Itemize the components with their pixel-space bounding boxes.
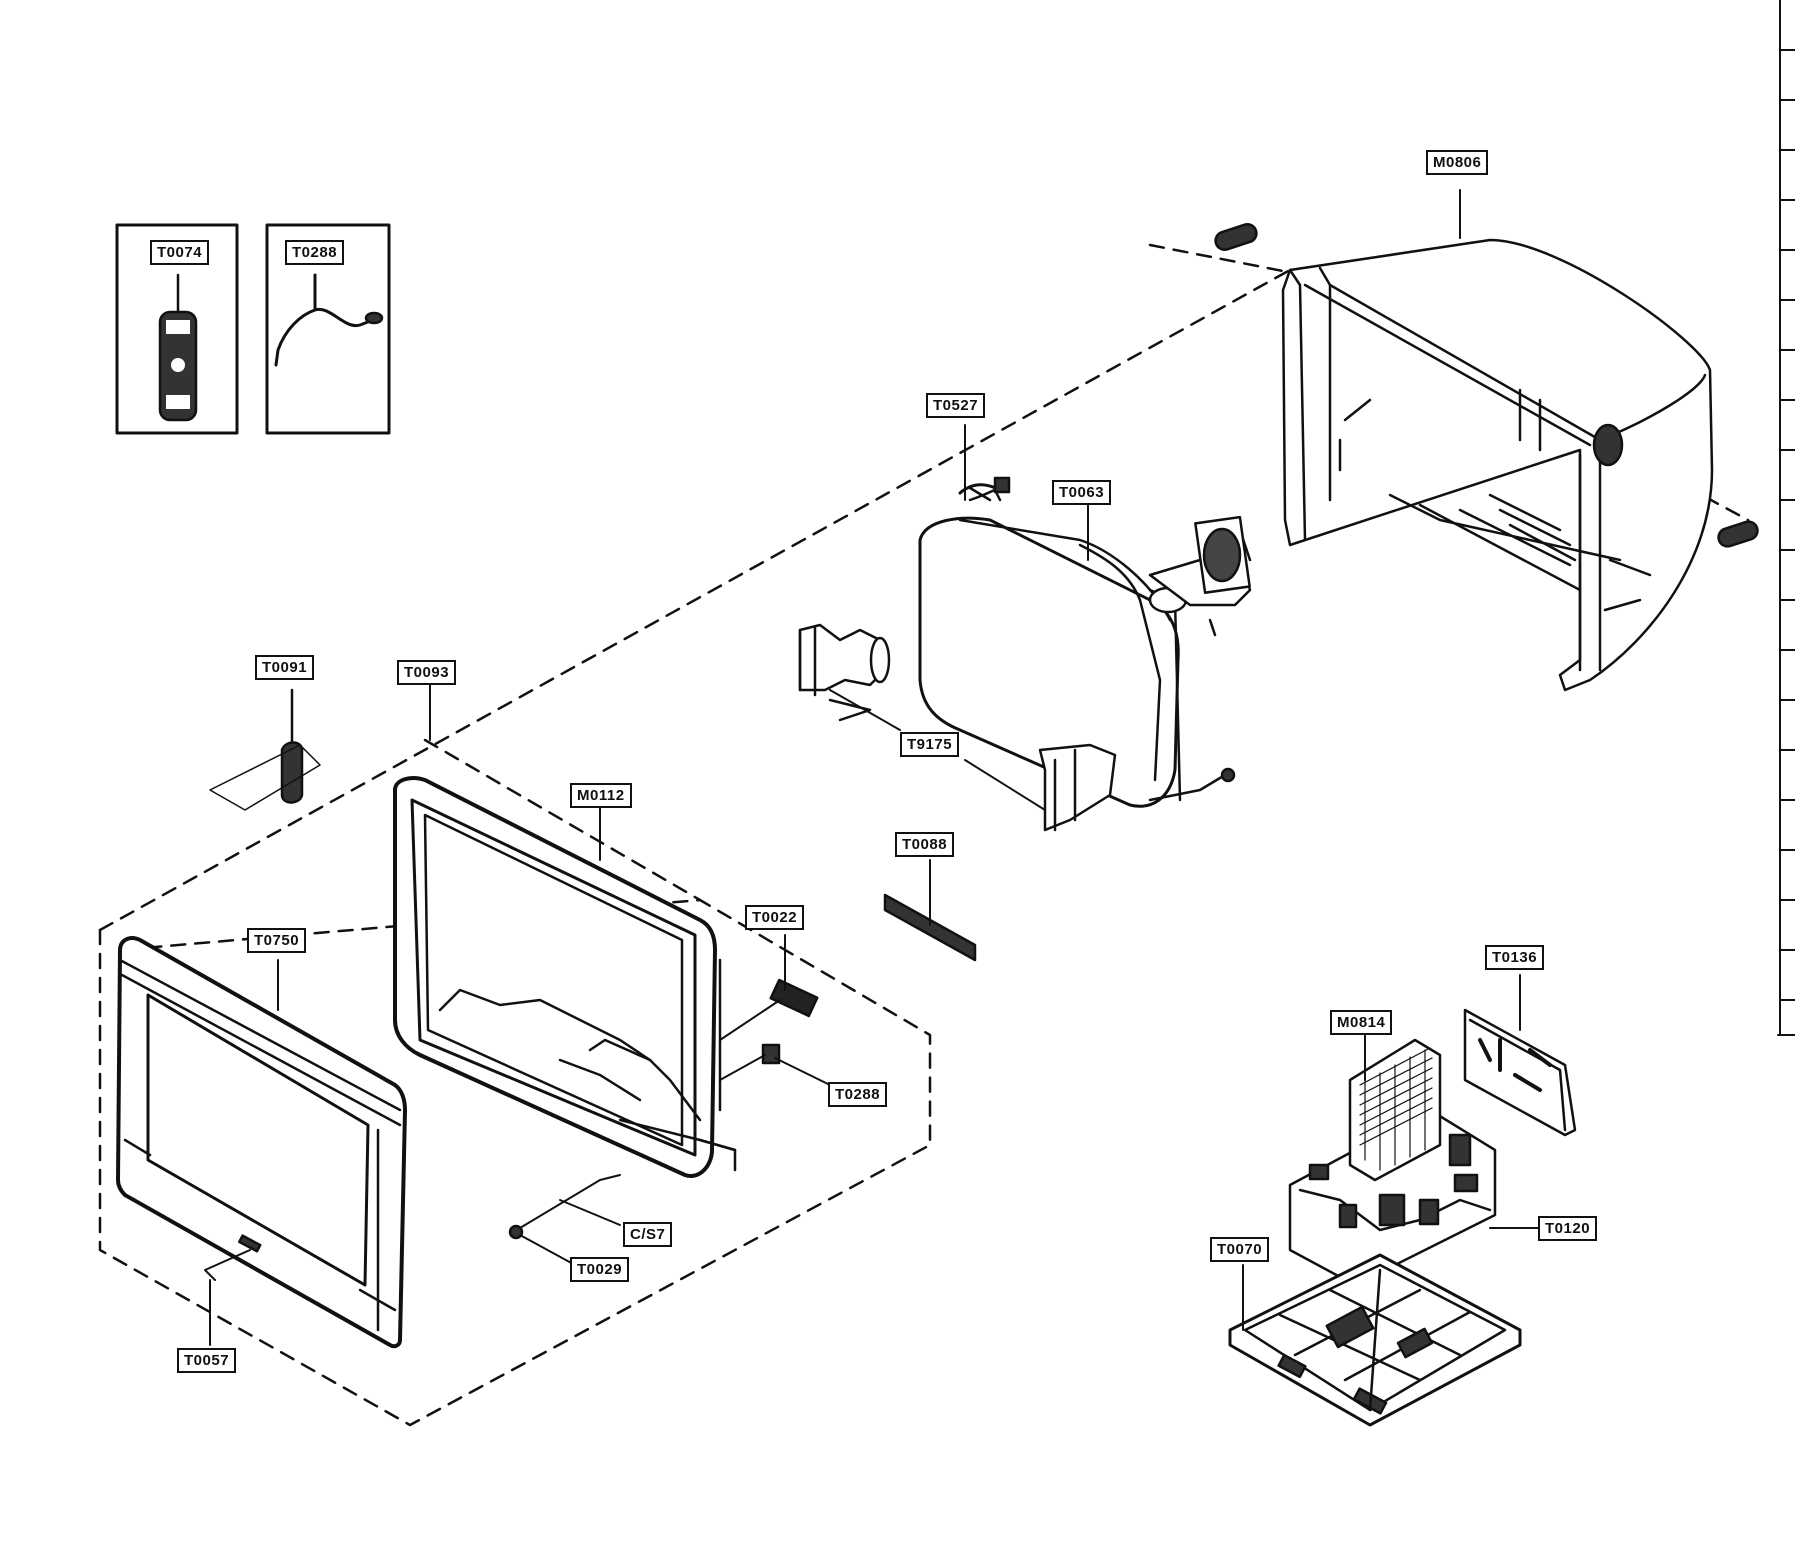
label-m0814: M0814 (1330, 1010, 1393, 1035)
part-t0088 (883, 859, 977, 962)
connector-t0527 (964, 424, 1011, 502)
label-t0750: T0750 (247, 928, 307, 953)
screws-cs7-t0029 (508, 1174, 621, 1266)
label-m0806: M0806 (1426, 150, 1489, 175)
deflection-yoke-t9175 (798, 623, 1117, 832)
label-t9175: T9175 (900, 732, 960, 757)
label-t0088: T0088 (895, 832, 955, 857)
label-t0288-accessory: T0288 (285, 240, 345, 265)
board-t0136 (1463, 974, 1577, 1137)
rear-cabinet-m0806 (1214, 189, 1759, 692)
label-t0136: T0136 (1485, 945, 1545, 970)
label-t0527: T0527 (926, 393, 986, 418)
front-cabinet-t0750 (116, 936, 407, 1349)
crt-tube-t0063 (918, 483, 1252, 808)
label-cs7: C/S7 (623, 1222, 673, 1247)
part-t0091 (209, 688, 321, 811)
main-board-m0814-t0120 (1288, 1034, 1541, 1287)
label-t0022: T0022 (745, 905, 805, 930)
label-t0029: T0029 (570, 1257, 630, 1282)
right-edge-table-fragment (1777, 0, 1795, 1036)
label-m0112: M0112 (570, 783, 632, 808)
label-t0091: T0091 (255, 655, 315, 680)
label-t0093: T0093 (397, 660, 457, 685)
label-t0074: T0074 (150, 240, 210, 265)
label-t0070: T0070 (1210, 1237, 1270, 1262)
accessory-cable-box (265, 223, 391, 435)
parts-t0022-t0288 (719, 934, 831, 1086)
label-t0288-right: T0288 (828, 1082, 888, 1107)
chassis-tray-t0070 (1228, 1253, 1522, 1427)
label-t0120: T0120 (1538, 1216, 1598, 1241)
accessory-remote-box (115, 223, 239, 435)
front-bezel-m0112 (393, 684, 737, 1178)
label-t0063: T0063 (1052, 480, 1112, 505)
label-t0057: T0057 (177, 1348, 237, 1373)
